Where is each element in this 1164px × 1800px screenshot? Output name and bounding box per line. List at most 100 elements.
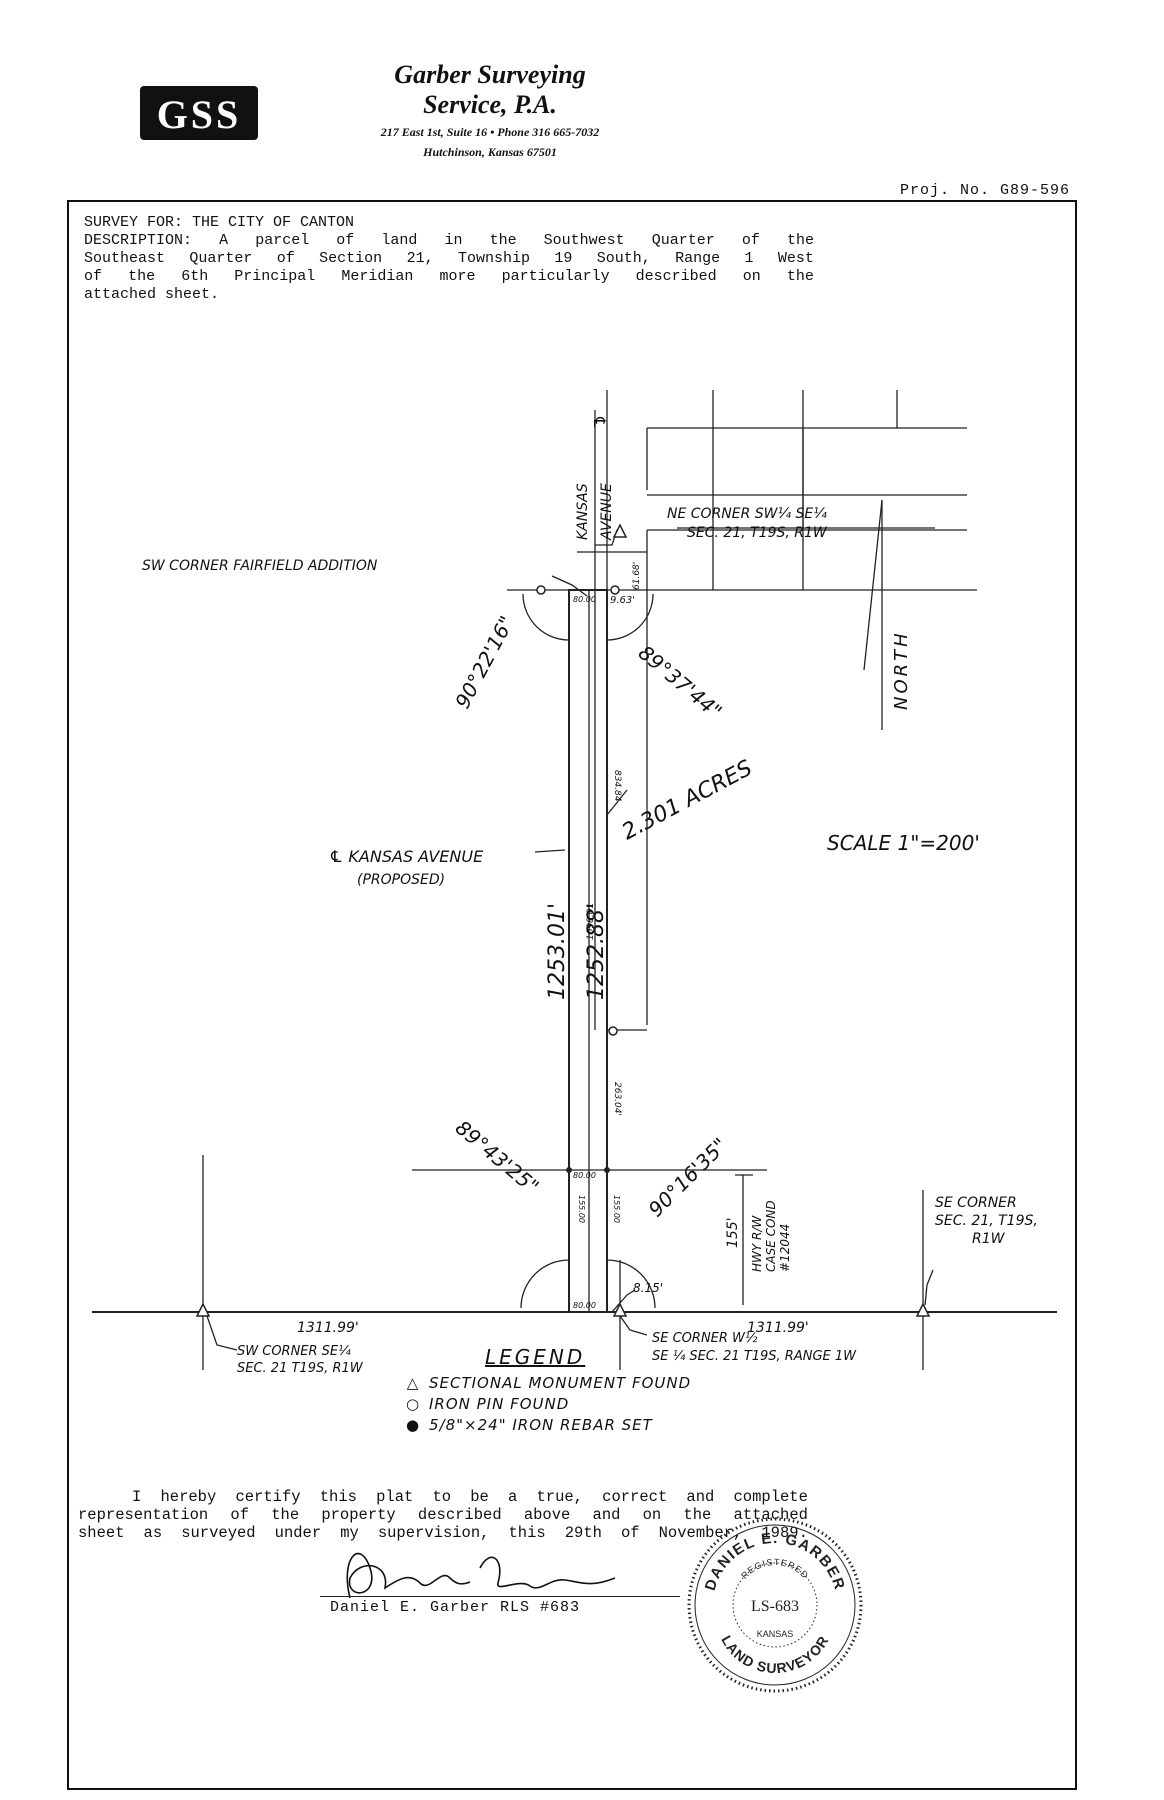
se-corner-label-2: SEC. 21, T19S, <box>935 1213 1038 1229</box>
dimension-80-bottom: 80.00 <box>573 1301 596 1310</box>
kansas-label: KANSAS <box>575 483 591 540</box>
word: the <box>489 232 517 249</box>
word: hereby <box>160 1488 217 1506</box>
company-name-line-2: Service, P.A. <box>423 90 557 119</box>
word: 19 <box>554 250 573 267</box>
dimension-834: 834.84 <box>612 770 622 802</box>
word: the <box>271 1506 300 1524</box>
word: of <box>741 232 760 249</box>
word: A <box>219 232 229 249</box>
dimension-1098: 1098.01 <box>586 903 596 940</box>
word: Section <box>319 250 383 267</box>
word: this <box>319 1488 357 1506</box>
word: of <box>336 232 355 249</box>
leader-line <box>611 1289 636 1313</box>
scale-label: SCALE 1"=200' <box>827 831 980 855</box>
legend-item-label: IRON PIN FOUND <box>429 1395 570 1413</box>
sectional-monument-icon <box>915 1302 931 1317</box>
dimension-80-mid: 80.00 <box>573 1171 596 1180</box>
avenue-label: AVENUE <box>599 483 615 541</box>
iron-pin-icon <box>536 585 546 595</box>
leader-line <box>534 849 566 853</box>
word: Southeast <box>84 250 166 267</box>
se-corner-w-label-1: SE CORNER W½ <box>652 1331 758 1346</box>
seal-state: KANSAS <box>757 1629 794 1639</box>
logo-text: GSS <box>157 92 242 137</box>
iron-pin-icon <box>608 1026 618 1036</box>
word: of <box>84 268 103 285</box>
kansas-avenue-proposed-1: ℄ KANSAS AVENUE <box>329 847 484 866</box>
word: the <box>786 268 814 285</box>
north-label: NORTH <box>891 630 912 710</box>
word: 21, <box>406 250 434 267</box>
svg-text:REGISTERED: REGISTERED <box>739 1557 811 1581</box>
word: supervision, <box>377 1524 490 1542</box>
circle-icon: ○ <box>405 1395 421 1413</box>
word: property <box>321 1506 396 1524</box>
angle-arc <box>520 1259 570 1309</box>
svg-text:LAND SURVEYOR: LAND SURVEYOR <box>718 1633 832 1677</box>
seal-number: LS-683 <box>751 1598 799 1615</box>
word: on <box>742 268 761 285</box>
dot-icon: ● <box>405 1416 421 1434</box>
word: true, <box>536 1488 583 1506</box>
word: described <box>417 1506 502 1524</box>
dimension-8-15: 8.15' <box>633 1281 663 1295</box>
word: 29th <box>564 1524 602 1542</box>
survey-description: SURVEY FOR: THE CITY OF CANTON DESCRIPTI… <box>84 214 814 304</box>
leader-line <box>924 1269 934 1306</box>
word: South, <box>596 250 651 267</box>
word: surveyed <box>181 1524 256 1542</box>
sw-corner-se-label-1: SW CORNER SE¼ <box>237 1344 351 1359</box>
word: to <box>432 1488 452 1506</box>
word: certify <box>235 1488 301 1506</box>
sectional-monument-icon <box>612 1302 628 1317</box>
survey-for: SURVEY FOR: THE CITY OF CANTON <box>84 214 355 231</box>
word: Southwest <box>543 232 625 249</box>
iron-pin-icon <box>610 585 620 595</box>
word: West <box>777 250 814 267</box>
dimension-1253: 1253.01' <box>545 903 570 1000</box>
triangle-icon: △ <box>406 1374 420 1392</box>
signature-line <box>320 1596 680 1597</box>
angle-arc <box>606 1259 656 1309</box>
leader-line <box>606 789 628 816</box>
word: described <box>635 268 717 285</box>
angle-89-43-25: 89°43'25" <box>451 1115 544 1198</box>
word: 1 <box>744 250 754 267</box>
legend-item: ○ IRON PIN FOUND <box>405 1394 745 1415</box>
word: and <box>686 1488 715 1506</box>
legend-title: LEGEND <box>485 1345 586 1369</box>
company-logo: GSS <box>140 86 258 140</box>
word: representation <box>78 1506 209 1524</box>
word: my <box>340 1524 359 1542</box>
dimension-155-right: 155.00 <box>612 1195 621 1223</box>
word: under <box>274 1524 322 1542</box>
iron-rebar-icon <box>604 1167 610 1173</box>
word: Township <box>457 250 530 267</box>
word: DESCRIPTION: <box>84 232 193 249</box>
company-header: Garber Surveying Service, P.A. 217 East … <box>280 60 700 160</box>
legend-item-label: 5/8"×24" IRON REBAR SET <box>429 1416 653 1434</box>
plat-frame <box>67 200 1077 1790</box>
dimension-61-68: 61.68' <box>632 562 642 590</box>
company-address-2: Hutchinson, Kansas 67501 <box>423 145 557 159</box>
word: the <box>683 1506 712 1524</box>
iron-rebar-icon <box>566 1167 572 1173</box>
se-corner-label-3: R1W <box>972 1231 1006 1247</box>
word: 1989. <box>761 1524 808 1542</box>
company-address-1: 217 East 1st, Suite 16 • Phone 316 665-7… <box>380 125 600 139</box>
word: 6th <box>181 268 209 285</box>
word: and <box>592 1506 621 1524</box>
centerline-symbol: ℄ <box>590 415 609 429</box>
seal-registered-text: REGISTERED <box>739 1557 810 1581</box>
angle-90-16-35: 90°16'35" <box>644 1133 732 1221</box>
dimension-9-63: 9.63' <box>610 595 635 606</box>
word: Meridian <box>341 268 414 285</box>
angle-90-22-16: 90°22'16" <box>450 612 519 712</box>
acres-label: 2.301 ACRES <box>618 756 757 845</box>
